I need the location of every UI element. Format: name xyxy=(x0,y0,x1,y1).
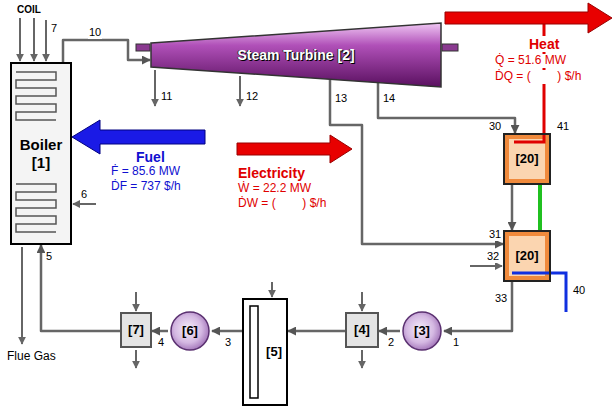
stream-stubs xyxy=(20,18,502,368)
stream-number: 2 xyxy=(387,336,395,349)
stream-number: 11 xyxy=(160,90,173,103)
component-name: [20] xyxy=(515,152,538,167)
pipe-connector xyxy=(378,83,515,133)
pipe-connector xyxy=(63,40,150,62)
boiler-fill xyxy=(10,62,72,245)
stream-number: 4 xyxy=(157,336,165,349)
component-name: [20] xyxy=(515,249,538,264)
turbine-box: Steam Turbine [2] xyxy=(150,22,442,88)
heater-box: [4] xyxy=(345,312,379,348)
flow-label: Fuel xyxy=(135,149,166,165)
stream-number: 7 xyxy=(50,22,58,35)
pipe-connector xyxy=(511,185,514,230)
flow-label: Heat xyxy=(528,36,560,52)
exchanger-fill xyxy=(509,236,545,276)
pipe-connector xyxy=(152,330,168,333)
input-label: COIL xyxy=(16,4,42,16)
output-label: Flue Gas xyxy=(6,350,57,364)
exchanger-fill xyxy=(509,139,545,179)
flow-value: Ḟ = 85.6 MW xyxy=(110,165,181,179)
flow-value: Q̇ = 51.6 MW xyxy=(494,54,567,68)
component-name: [4] xyxy=(354,323,370,338)
pump-body xyxy=(171,312,209,350)
turbine-body xyxy=(151,23,441,87)
pipe-connector xyxy=(288,330,345,333)
flow-label: Electricity xyxy=(237,165,306,181)
boiler-tubes xyxy=(16,72,56,120)
stream-number: 5 xyxy=(45,250,53,263)
stream-number: 10 xyxy=(88,26,102,39)
stream-number: 13 xyxy=(334,92,348,105)
stream-number: 33 xyxy=(494,292,508,305)
pump-body xyxy=(403,312,441,350)
flow-value: ḊF = 737 $/h xyxy=(110,180,182,194)
stream-number: 30 xyxy=(488,120,502,133)
component-name: Boiler [1] xyxy=(16,136,66,171)
heater-box: [7] xyxy=(120,312,152,348)
pipe-connector xyxy=(212,330,242,333)
electricity-arrow xyxy=(237,135,352,163)
pipe-connector xyxy=(41,245,120,331)
stream-number: 40 xyxy=(572,284,586,297)
deaerator-bar xyxy=(250,306,258,398)
boiler-tubes xyxy=(16,184,56,232)
pipe-connector xyxy=(379,330,400,333)
stream-number: 31 xyxy=(488,228,502,241)
stream-number: 3 xyxy=(224,336,232,349)
pump-symbol: [3] xyxy=(400,311,444,351)
stream-number: 41 xyxy=(556,120,570,133)
deaerator-box: [5] xyxy=(242,298,288,406)
component-name: Steam Turbine [2] xyxy=(237,47,354,63)
boiler-box: Boiler [1] xyxy=(10,62,72,245)
pump-symbol: [6] xyxy=(168,311,212,351)
stream-number: 14 xyxy=(382,92,396,105)
turbine-shaft xyxy=(442,44,458,51)
flow-value: ḊW = ( ) $/h xyxy=(237,197,327,211)
heat-exchanger-box: [20] xyxy=(503,230,551,282)
pipe-connector xyxy=(444,282,512,331)
component-name: [7] xyxy=(128,323,144,338)
heat-exchanger-box: [20] xyxy=(503,133,551,185)
stream-number: 12 xyxy=(245,90,259,103)
flow-value: Ẇ = 22.2 MW xyxy=(237,182,312,196)
component-name: [6] xyxy=(182,324,198,339)
turbine-shaft xyxy=(136,44,150,51)
pipe-connector xyxy=(330,80,503,244)
cold-water-line xyxy=(512,273,566,312)
stream-number: 6 xyxy=(80,188,88,201)
flow-value: ḊQ = ( ) $/h xyxy=(494,70,582,84)
stream-number: 1 xyxy=(452,336,460,349)
heat-arrow xyxy=(445,3,612,33)
component-name: [5] xyxy=(266,345,282,360)
stream-number: 32 xyxy=(486,250,500,263)
component-name: [3] xyxy=(414,324,430,339)
pipe-connector xyxy=(538,185,542,230)
